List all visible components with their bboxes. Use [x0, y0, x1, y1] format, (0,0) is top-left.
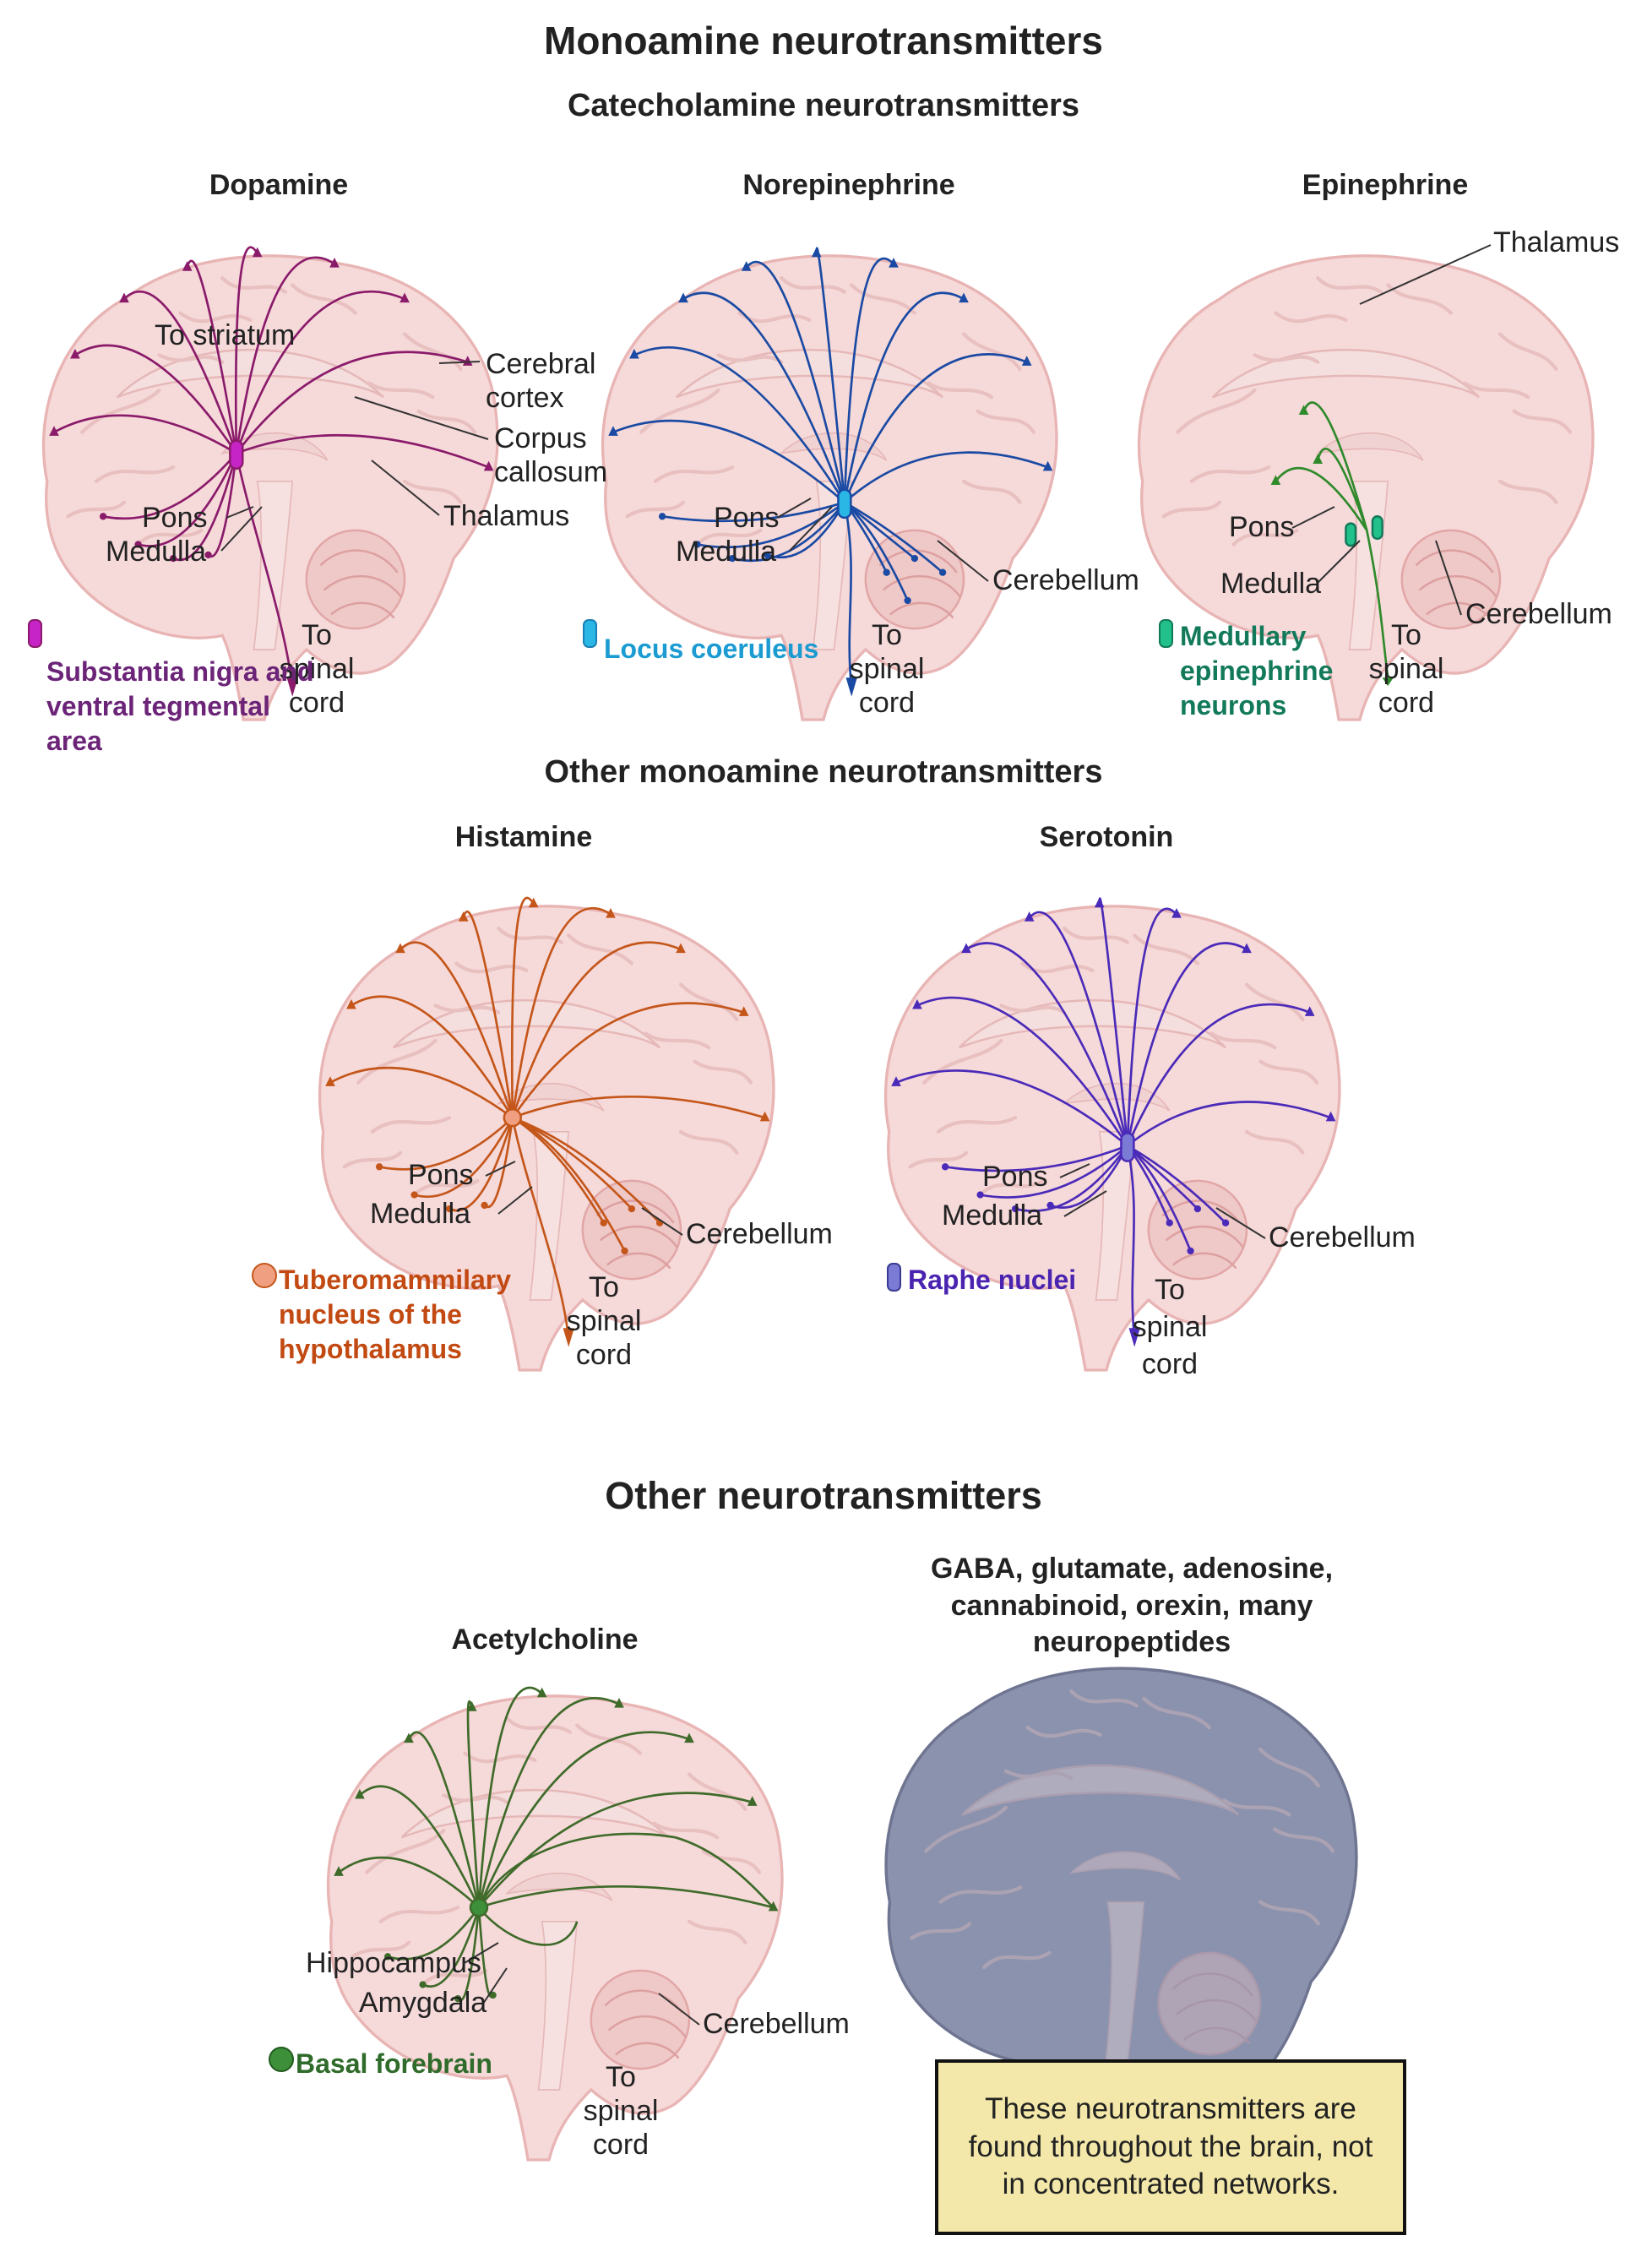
- brain-acetylcholine: [326, 1686, 784, 2162]
- label-cerebellum-ne: Cerebellum: [992, 564, 1139, 596]
- label-to-spinal-cord-se-3: cord: [1141, 1348, 1199, 1380]
- histamine-source-nucleus: [503, 1107, 523, 1128]
- ach-source-swatch: [269, 2047, 294, 2072]
- label-to-spinal-cord-ne-2: spinal: [849, 653, 925, 685]
- label-cerebellum-hi: Cerebellum: [686, 1218, 833, 1250]
- ne-source-swatch: [583, 619, 597, 648]
- label-to-spinal-cord-se-2: spinal: [1132, 1311, 1208, 1343]
- brain-histamine: [318, 896, 775, 1372]
- legend-histamine: Tuberomammilary nucleus of the hypothala…: [279, 1265, 512, 1364]
- label-pons-se: Pons: [982, 1161, 1048, 1193]
- legend-serotonin: Raphe nuclei: [908, 1265, 1077, 1295]
- panel-title-dopamine: Dopamine: [209, 169, 349, 201]
- label-amygdala: Amygdala: [359, 1987, 487, 2019]
- label-to-spinal-cord-3: cord: [288, 687, 345, 719]
- ep-source-swatch: [1159, 619, 1173, 648]
- label-pons: Pons: [142, 502, 208, 534]
- note-box: These neurotransmitters are found throug…: [935, 2059, 1406, 2235]
- label-to-spinal-cord-ep-1: To: [1391, 619, 1421, 651]
- label-thalamus-ep: Thalamus: [1493, 226, 1620, 258]
- label-to-spinal-cord-se-1: To: [1155, 1274, 1185, 1306]
- label-to-spinal-cord-ach-2: spinal: [583, 2095, 659, 2127]
- label-medulla: Medulla: [106, 536, 207, 568]
- panel-title-epinephrine: Epinephrine: [1302, 169, 1469, 201]
- dopamine-source-swatch: [28, 619, 42, 648]
- label-to-spinal-cord-hi-2: spinal: [566, 1305, 642, 1337]
- se-source-swatch: [887, 1263, 901, 1292]
- label-medulla-se: Medulla: [942, 1199, 1043, 1232]
- panel-title-serotonin: Serotonin: [1039, 821, 1174, 853]
- label-cerebellum-ep: Cerebellum: [1465, 598, 1612, 630]
- label-hippocampus: Hippocampus: [306, 1947, 481, 1979]
- label-pons-ne: Pons: [714, 502, 780, 534]
- serotonin-source-nucleus: [1120, 1132, 1135, 1162]
- brain-epinephrine: [1137, 254, 1595, 721]
- note-text: These neurotransmitters are found throug…: [968, 2091, 1373, 2201]
- label-to-spinal-cord-ep-2: spinal: [1368, 653, 1444, 685]
- label-to-striatum: To striatum: [155, 319, 296, 351]
- label-to-spinal-cord-hi-1: To: [589, 1271, 619, 1303]
- brain-dopamine: [41, 246, 499, 721]
- label-medulla-hi: Medulla: [370, 1198, 471, 1230]
- label-to-spinal-cord-ach-3: cord: [592, 2129, 650, 2161]
- label-to-spinal-cord-2: spinal: [279, 653, 355, 685]
- brain-norepinephrine: [601, 247, 1058, 721]
- section-title-other-monoamine: Other monoamine neurotransmitters: [544, 754, 1103, 790]
- label-to-spinal-cord-ne-3: cord: [858, 687, 916, 719]
- dopamine-source-nucleus: [229, 439, 244, 470]
- acetylcholine-source-nucleus: [469, 1897, 489, 1917]
- legend-dopamine: Substantia nigra and ventral tegmental a…: [46, 656, 314, 756]
- label-to-spinal-cord-hi-3: cord: [575, 1339, 633, 1371]
- label-medulla-ne: Medulla: [676, 536, 777, 568]
- page-title: Monoamine neurotransmitters: [544, 19, 1103, 63]
- label-to-spinal-cord-1: To: [302, 619, 332, 651]
- label-to-spinal-cord-ne-1: To: [872, 619, 902, 651]
- legend-epinephrine: Medullary epinephrine neurons: [1180, 621, 1334, 721]
- hi-source-swatch: [252, 1263, 277, 1288]
- label-corpus-callosum-2: callosum: [494, 456, 608, 488]
- label-pons-hi: Pons: [408, 1159, 474, 1191]
- label-thalamus: Thalamus: [443, 500, 570, 532]
- panel-title-others: GABA, glutamate, adenosine, cannabinoid,…: [930, 1553, 1334, 1659]
- panel-title-acetylcholine: Acetylcholine: [451, 1623, 639, 1656]
- label-cerebellum-ach: Cerebellum: [703, 2008, 850, 2040]
- panel-title-norepinephrine: Norepinephrine: [742, 169, 955, 201]
- norepinephrine-source-nucleus: [837, 488, 852, 519]
- brain-serotonin: [883, 897, 1341, 1372]
- legend-norepinephrine: Locus coeruleus: [604, 634, 819, 664]
- label-cerebral-cortex-1: Cerebral: [486, 348, 596, 380]
- panel-title-histamine: Histamine: [454, 821, 593, 853]
- label-medulla-ep: Medulla: [1220, 568, 1322, 600]
- label-cerebral-cortex-2: cortex: [486, 382, 564, 414]
- label-corpus-callosum-1: Corpus: [494, 422, 587, 454]
- label-pons-ep: Pons: [1229, 511, 1295, 543]
- label-to-spinal-cord-ep-3: cord: [1378, 687, 1435, 719]
- section-title-other: Other neurotransmitters: [605, 1474, 1042, 1517]
- section-title-catecholamine: Catecholamine neurotransmitters: [567, 88, 1080, 123]
- label-to-spinal-cord-ach-1: To: [606, 2061, 636, 2093]
- label-cerebellum-se: Cerebellum: [1269, 1221, 1416, 1254]
- legend-acetylcholine: Basal forebrain: [296, 2048, 492, 2079]
